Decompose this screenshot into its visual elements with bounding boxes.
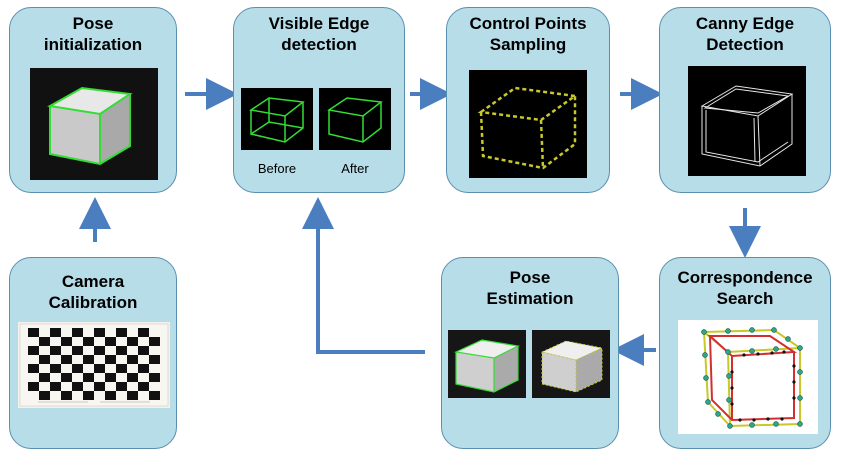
- checker-square: [83, 391, 94, 400]
- caption-before: Before: [257, 161, 297, 176]
- checker-square: [127, 373, 138, 382]
- checker-square: [149, 373, 160, 382]
- checker-square: [61, 337, 72, 346]
- checker-square: [138, 328, 149, 337]
- checker-square: [105, 355, 116, 364]
- checker-square: [127, 337, 138, 346]
- checker-square: [94, 364, 105, 373]
- checker-square: [72, 382, 83, 391]
- pose-estimation-image-2: [532, 330, 610, 398]
- checker-square: [149, 337, 160, 346]
- correspondence-search-image: [678, 320, 818, 434]
- pose-initialization-box: Pose initialization: [9, 7, 177, 193]
- checker-square: [39, 355, 50, 364]
- checker-square: [138, 346, 149, 355]
- canny-edge-detection-title: Canny Edge Detection: [695, 14, 795, 54]
- checker-square: [83, 337, 94, 346]
- checker-square: [116, 364, 127, 373]
- checker-square: [61, 355, 72, 364]
- canny-edge-detection-box: Canny Edge Detection: [659, 7, 831, 193]
- visible-edge-detection-title: Visible Edge detection: [268, 14, 370, 54]
- checker-square: [50, 382, 61, 391]
- checker-square: [94, 328, 105, 337]
- checker-square: [28, 364, 39, 373]
- checker-square: [50, 364, 61, 373]
- checker-square: [39, 373, 50, 382]
- checker-square: [138, 364, 149, 373]
- checker-square: [105, 391, 116, 400]
- pose-initialization-image: [30, 68, 158, 180]
- camera-calibration-title: Camera Calibration: [48, 272, 138, 312]
- checker-square: [105, 373, 116, 382]
- checker-square: [138, 382, 149, 391]
- visible-edge-before-image: [241, 88, 313, 150]
- checker-square: [39, 337, 50, 346]
- correspondence-search-title: Correspondence Search: [677, 268, 813, 308]
- checker-square: [149, 355, 160, 364]
- checker-square: [28, 382, 39, 391]
- checker-square: [127, 355, 138, 364]
- checker-square: [127, 391, 138, 400]
- checker-square: [149, 391, 160, 400]
- checker-square: [94, 382, 105, 391]
- control-points-sampling-title: Control Points Sampling: [469, 14, 587, 54]
- pose-estimation-image-1: [448, 330, 526, 398]
- checker-square: [94, 346, 105, 355]
- checker-square: [116, 382, 127, 391]
- pose-initialization-title: Pose initialization: [43, 14, 143, 54]
- checker-square: [116, 328, 127, 337]
- pose-estimation-box: Pose Estimation: [441, 257, 619, 449]
- checker-square: [61, 373, 72, 382]
- camera-calibration-box: Camera Calibration: [9, 257, 177, 449]
- checker-square: [72, 328, 83, 337]
- checker-square: [72, 364, 83, 373]
- checker-square: [39, 391, 50, 400]
- control-points-image: [469, 70, 587, 178]
- checker-square: [116, 346, 127, 355]
- visible-edge-after-image: [319, 88, 391, 150]
- arrow-pose-est-to-visible-edge: [302, 197, 425, 354]
- caption-after: After: [341, 161, 369, 176]
- checker-square: [50, 328, 61, 337]
- checker-square: [72, 346, 83, 355]
- canny-edge-image: [688, 66, 806, 176]
- correspondence-search-box: Correspondence Search: [659, 257, 831, 449]
- checker-square: [50, 346, 61, 355]
- checker-square: [83, 373, 94, 382]
- pose-estimation-title: Pose Estimation: [486, 268, 574, 308]
- checker-square: [83, 355, 94, 364]
- checker-square: [61, 391, 72, 400]
- checkerboard-image: [18, 322, 170, 408]
- checker-square: [28, 346, 39, 355]
- checker-square: [105, 337, 116, 346]
- control-points-sampling-box: Control Points Sampling: [446, 7, 610, 193]
- checker-square: [28, 328, 39, 337]
- visible-edge-detection-box: Visible Edge detection Before After: [233, 7, 405, 193]
